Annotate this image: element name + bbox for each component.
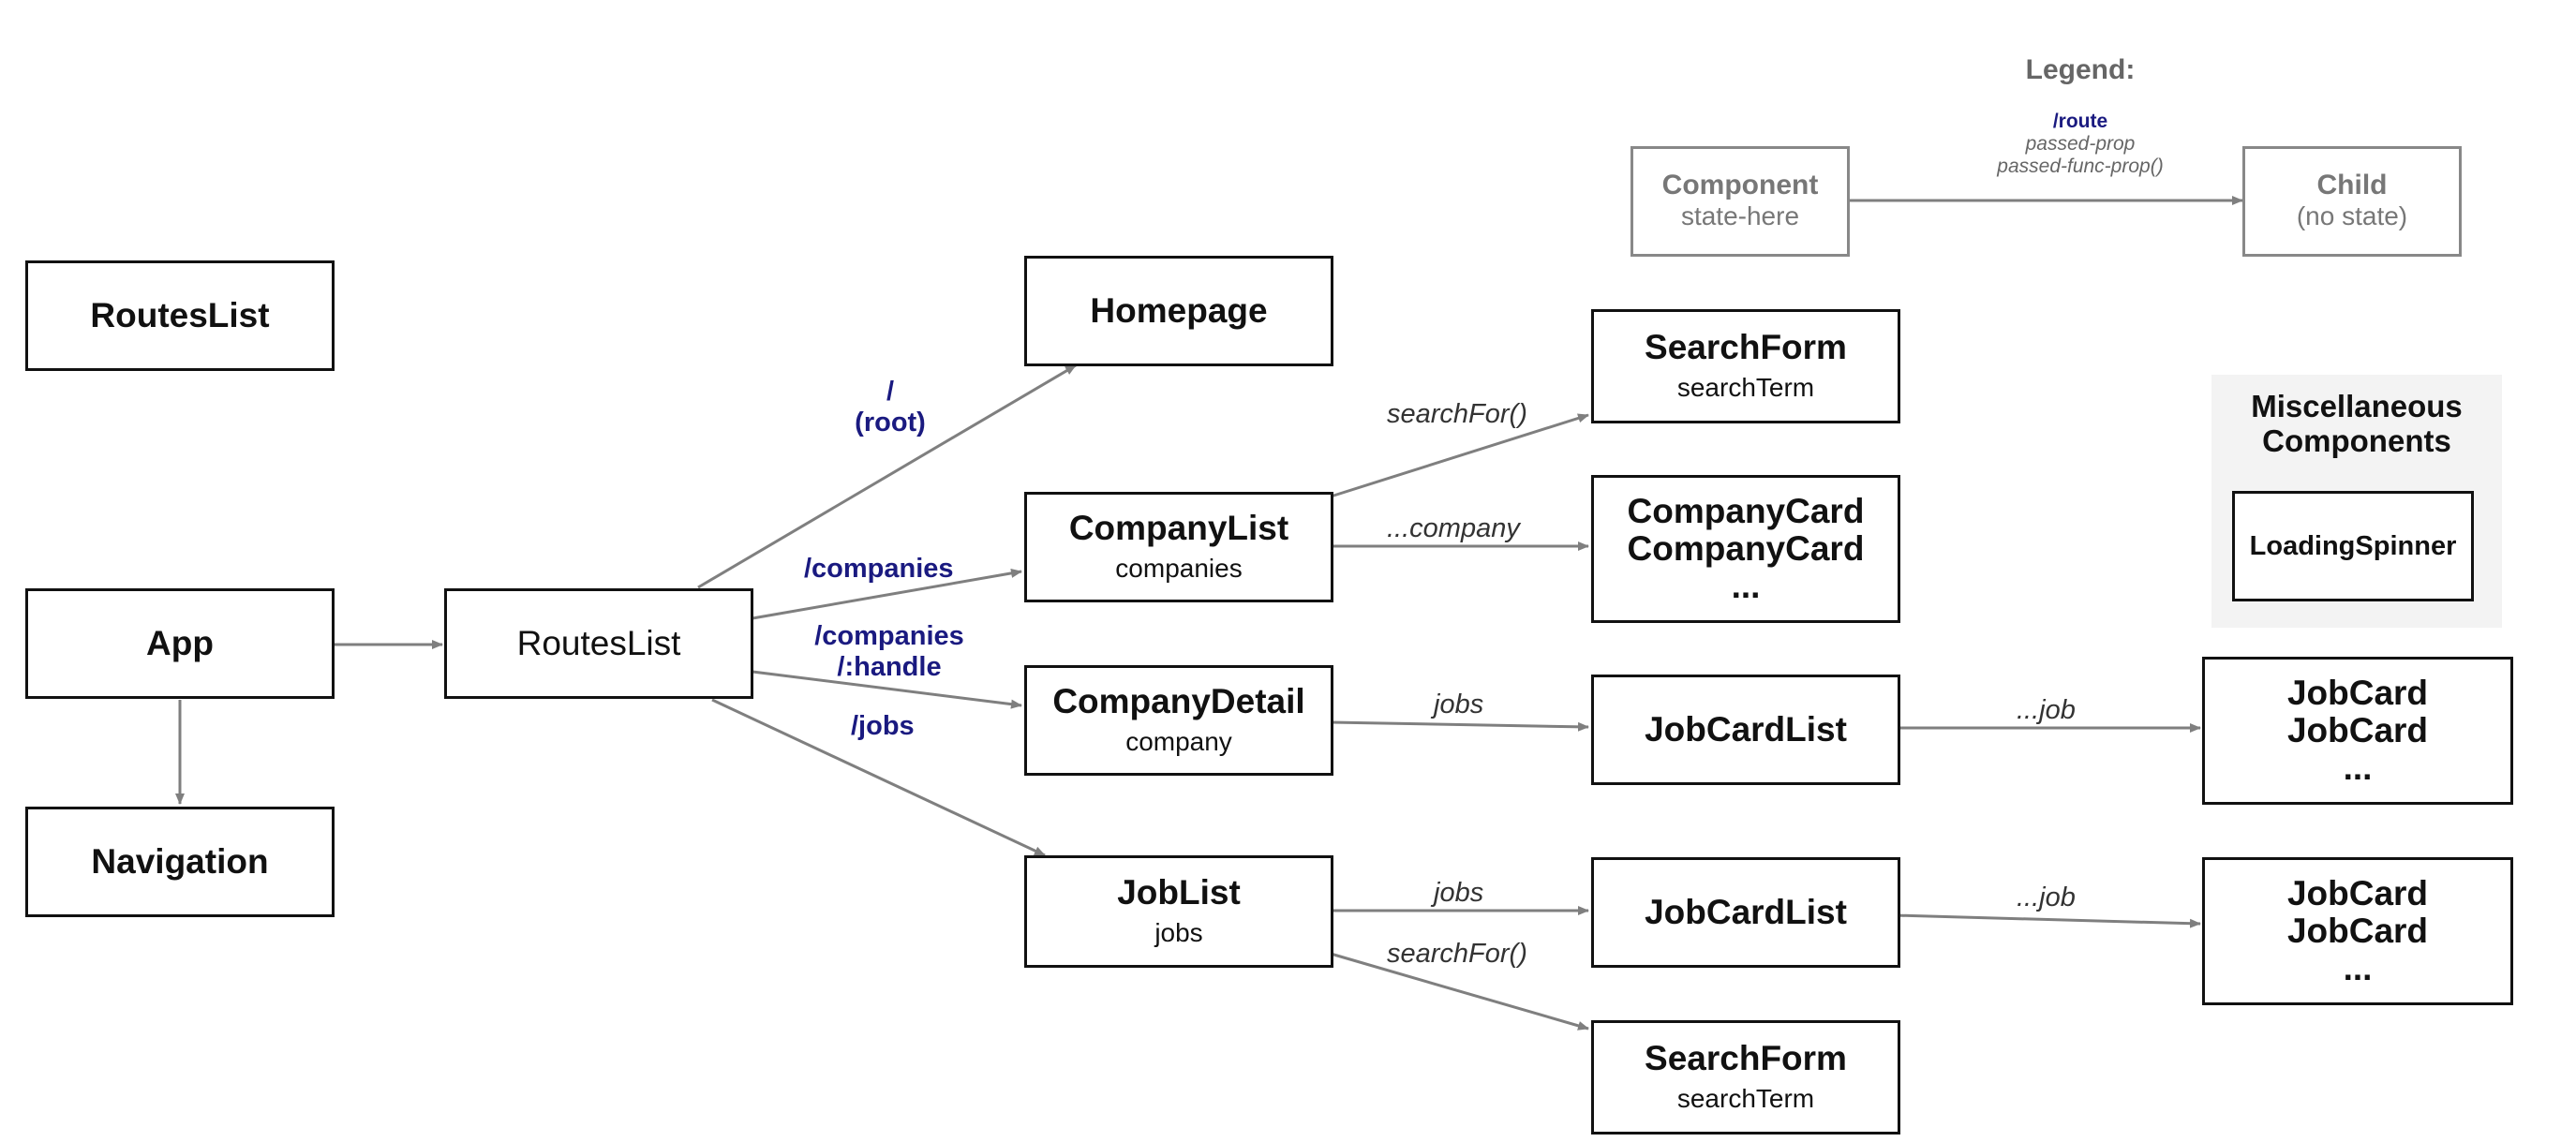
misc-components-title: Miscellaneous Components [2211,389,2502,458]
legend-passed-func-prop-label: passed-func-prop() [1997,156,2164,177]
searchform-bottom-title: SearchForm [1645,1039,1847,1077]
route-company-handle-label: /companies /:handle [804,621,975,683]
arrow-jobcardlist-to-jobcards-2 [1893,913,2201,928]
joblist-state: jobs [1154,918,1203,947]
companylist-state: companies [1115,554,1243,583]
companycards-node: CompanyCard CompanyCard ... [1591,475,1900,623]
jobcardlist-node-1: JobCardList [1591,675,1900,785]
prop-job-2: ...job [2017,882,2076,912]
prop-jobs-list: jobs [1434,878,1484,908]
arrow-routeslist-to-companydetail [752,670,1022,709]
route-root-line-1: / [886,377,895,407]
jobcards-node-2: JobCard JobCard ... [2202,857,2513,1005]
arrow-joblist-to-searchform [1330,952,1589,1031]
homepage-node: Homepage [1024,256,1333,366]
loadingspinner-label: LoadingSpinner [2249,531,2457,561]
legend-child-box: Child (no state) [2242,146,2462,257]
companylist-title: CompanyList [1068,509,1289,547]
companycard-line-3: ... [1731,567,1761,605]
jobcard-1-line-1: JobCard [2286,674,2429,712]
routeslist-label: RoutesList [516,624,681,662]
arrow-routeslist-to-companylist [752,568,1022,620]
jobcardlist-label-2: JobCardList [1645,893,1847,931]
route-companies-label: /companies [804,554,954,584]
prop-jobs-detail: jobs [1434,690,1484,719]
route-root-line-2: (root) [855,408,926,438]
route-company-handle-line-1: /companies [814,621,964,651]
legend-component-title: Component [1661,170,1819,200]
app-label: App [146,624,214,662]
misc-title-line-2: Components [2262,423,2451,458]
legend-title: Legend: [2025,54,2136,85]
companydetail-title: CompanyDetail [1052,682,1305,720]
jobcard-2-line-1: JobCard [2286,874,2429,912]
route-root-label: / (root) [825,377,956,438]
legend-child-title: Child [2316,170,2388,200]
arrow-companylist-to-searchform [1330,413,1589,498]
jobcard-1-line-2: JobCard [2286,711,2429,749]
loadingspinner-node: LoadingSpinner [2232,491,2474,601]
arrow-routeslist-to-joblist [711,698,1046,857]
companylist-node: CompanyList companies [1024,492,1333,602]
routeslist-node: RoutesList [444,588,753,699]
searchform-top-node: SearchForm searchTerm [1591,309,1900,423]
legend-child-state: (no state) [2296,201,2408,230]
joblist-node: JobList jobs [1024,855,1333,968]
arrow-routeslist-to-homepage [697,363,1077,589]
jobcardlist-node-2: JobCardList [1591,857,1900,968]
companycard-line-2: CompanyCard [1627,529,1865,568]
companydetail-node: CompanyDetail company [1024,665,1333,776]
searchform-bottom-node: SearchForm searchTerm [1591,1020,1900,1135]
searchform-top-title: SearchForm [1645,328,1847,366]
companydetail-state: company [1125,727,1232,756]
homepage-label: Homepage [1090,291,1268,330]
routeslist-standalone-label: RoutesList [90,296,270,334]
searchform-top-state: searchTerm [1676,373,1815,402]
arrow-companydetail-to-jobcardlist [1330,720,1589,732]
route-company-handle-line-2: /:handle [837,652,942,682]
prop-company: ...company [1387,513,1520,543]
legend-component-state: state-here [1680,201,1800,230]
legend-component-box: Component state-here [1630,146,1850,257]
searchform-bottom-state: searchTerm [1676,1084,1815,1113]
prop-searchfor-top: searchFor() [1387,399,1527,429]
navigation-node: Navigation [25,807,335,917]
jobcard-2-line-3: ... [2343,949,2373,987]
app-node: App [25,588,335,699]
legend-route-label: /route [2052,111,2108,132]
route-jobs-label: /jobs [851,711,915,741]
jobcards-node-1: JobCard JobCard ... [2202,657,2513,805]
jobcardlist-label-1: JobCardList [1645,710,1847,749]
routeslist-standalone-node: RoutesList [25,260,335,371]
prop-job-1: ...job [2017,695,2076,725]
jobcard-2-line-2: JobCard [2286,912,2429,950]
navigation-label: Navigation [91,842,269,881]
misc-title-line-1: Miscellaneous [2251,389,2463,423]
jobcard-1-line-3: ... [2343,749,2373,787]
companycard-line-1: CompanyCard [1627,492,1865,530]
prop-searchfor-bottom: searchFor() [1387,939,1527,969]
joblist-title: JobList [1117,873,1241,912]
legend-passed-prop-label: passed-prop [2025,133,2136,155]
